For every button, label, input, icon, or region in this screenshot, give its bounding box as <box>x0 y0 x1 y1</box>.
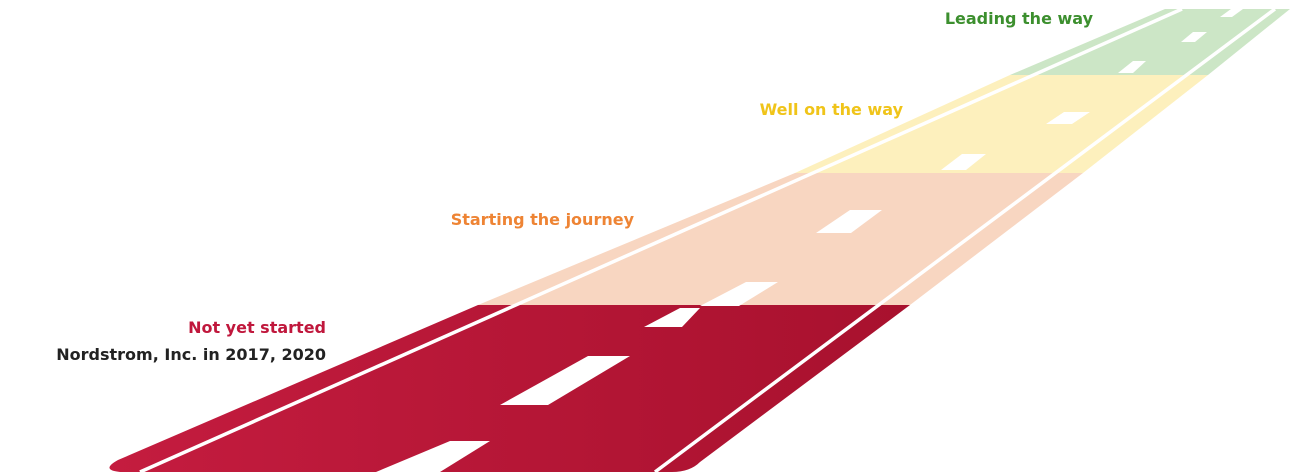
stage-label-notyet: Not yet started <box>188 318 326 338</box>
stage-label-starting: Starting the journey <box>451 210 634 230</box>
company-status-label: Nordstrom, Inc. in 2017, 2020 <box>56 345 326 365</box>
stage-label-leading: Leading the way <box>945 9 1093 29</box>
stage-label-well: Well on the way <box>760 100 903 120</box>
road-band-starting <box>478 173 1083 305</box>
